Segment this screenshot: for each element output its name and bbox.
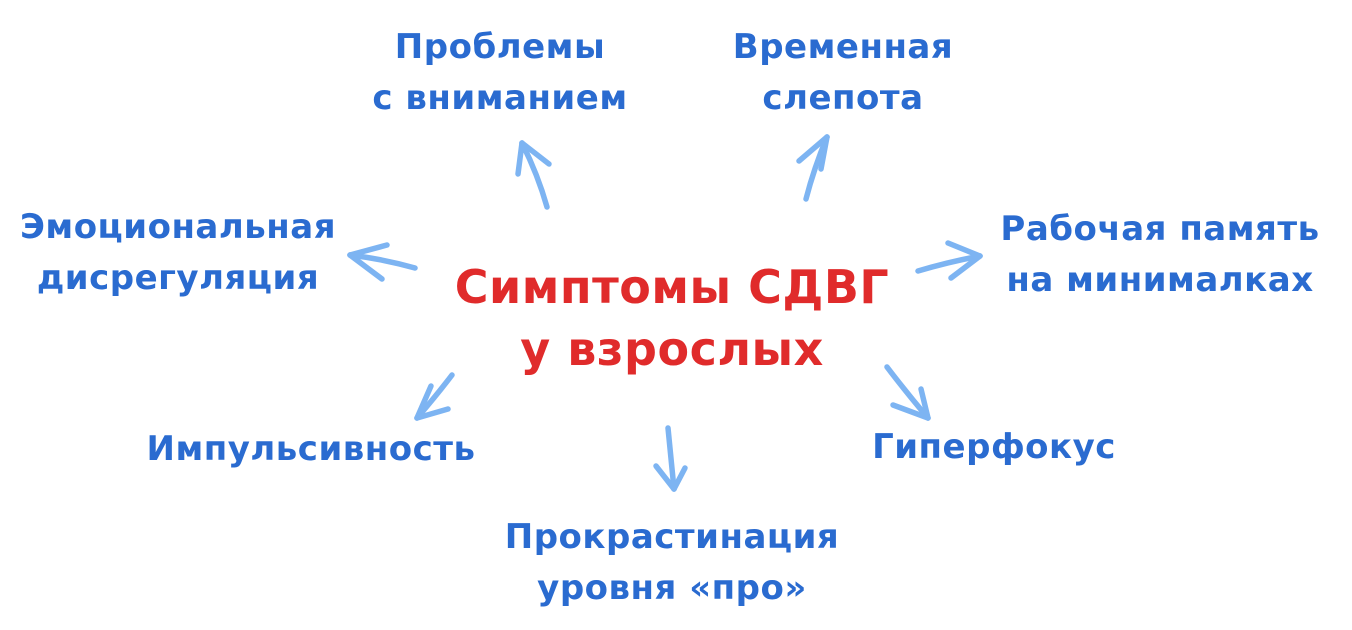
node-time-blindness: Временная слепота: [733, 22, 953, 124]
node-label-line: Прокрастинация: [504, 517, 840, 557]
node-label-line: уровня «про»: [537, 568, 807, 608]
node-attention-problems: Проблемы с вниманием: [372, 22, 627, 124]
node-label-line: на минималках: [1006, 260, 1314, 300]
node-label-line: дисрегуляция: [36, 258, 320, 298]
center-topic: Симптомы СДВГ у взрослых: [455, 256, 889, 380]
node-label-line: Проблемы: [394, 27, 606, 67]
center-topic-line: Симптомы СДВГ: [454, 260, 890, 314]
node-label-line: слепота: [762, 78, 924, 118]
node-emotional-dysregulation: Эмоциональная дисрегуляция: [20, 202, 336, 304]
node-label-line: Импульсивность: [146, 429, 476, 469]
node-label-line: Рабочая память: [1000, 209, 1320, 249]
arrow-down-right-icon: [884, 364, 931, 421]
node-label-line: Гиперфокус: [872, 427, 1116, 467]
arrow-right-icon: [915, 240, 983, 281]
node-label-line: Временная: [732, 27, 954, 67]
node-procrastination: Прокрастинация уровня «про»: [505, 512, 839, 614]
arrow-up-right-icon: [796, 134, 830, 202]
node-working-memory: Рабочая память на минималках: [1000, 204, 1319, 306]
arrow-down-icon: [653, 425, 688, 492]
arrow-left-icon: [347, 242, 418, 282]
node-label-line: Эмоциональная: [19, 207, 337, 247]
node-impulsivity: Импульсивность: [146, 424, 475, 475]
arrow-down-left-icon: [414, 372, 455, 421]
node-hyperfocus: Гиперфокус: [872, 422, 1116, 473]
arrow-up-left-icon: [515, 140, 552, 210]
center-topic-line: у взрослых: [520, 322, 824, 377]
node-label-line: с вниманием: [372, 78, 628, 118]
